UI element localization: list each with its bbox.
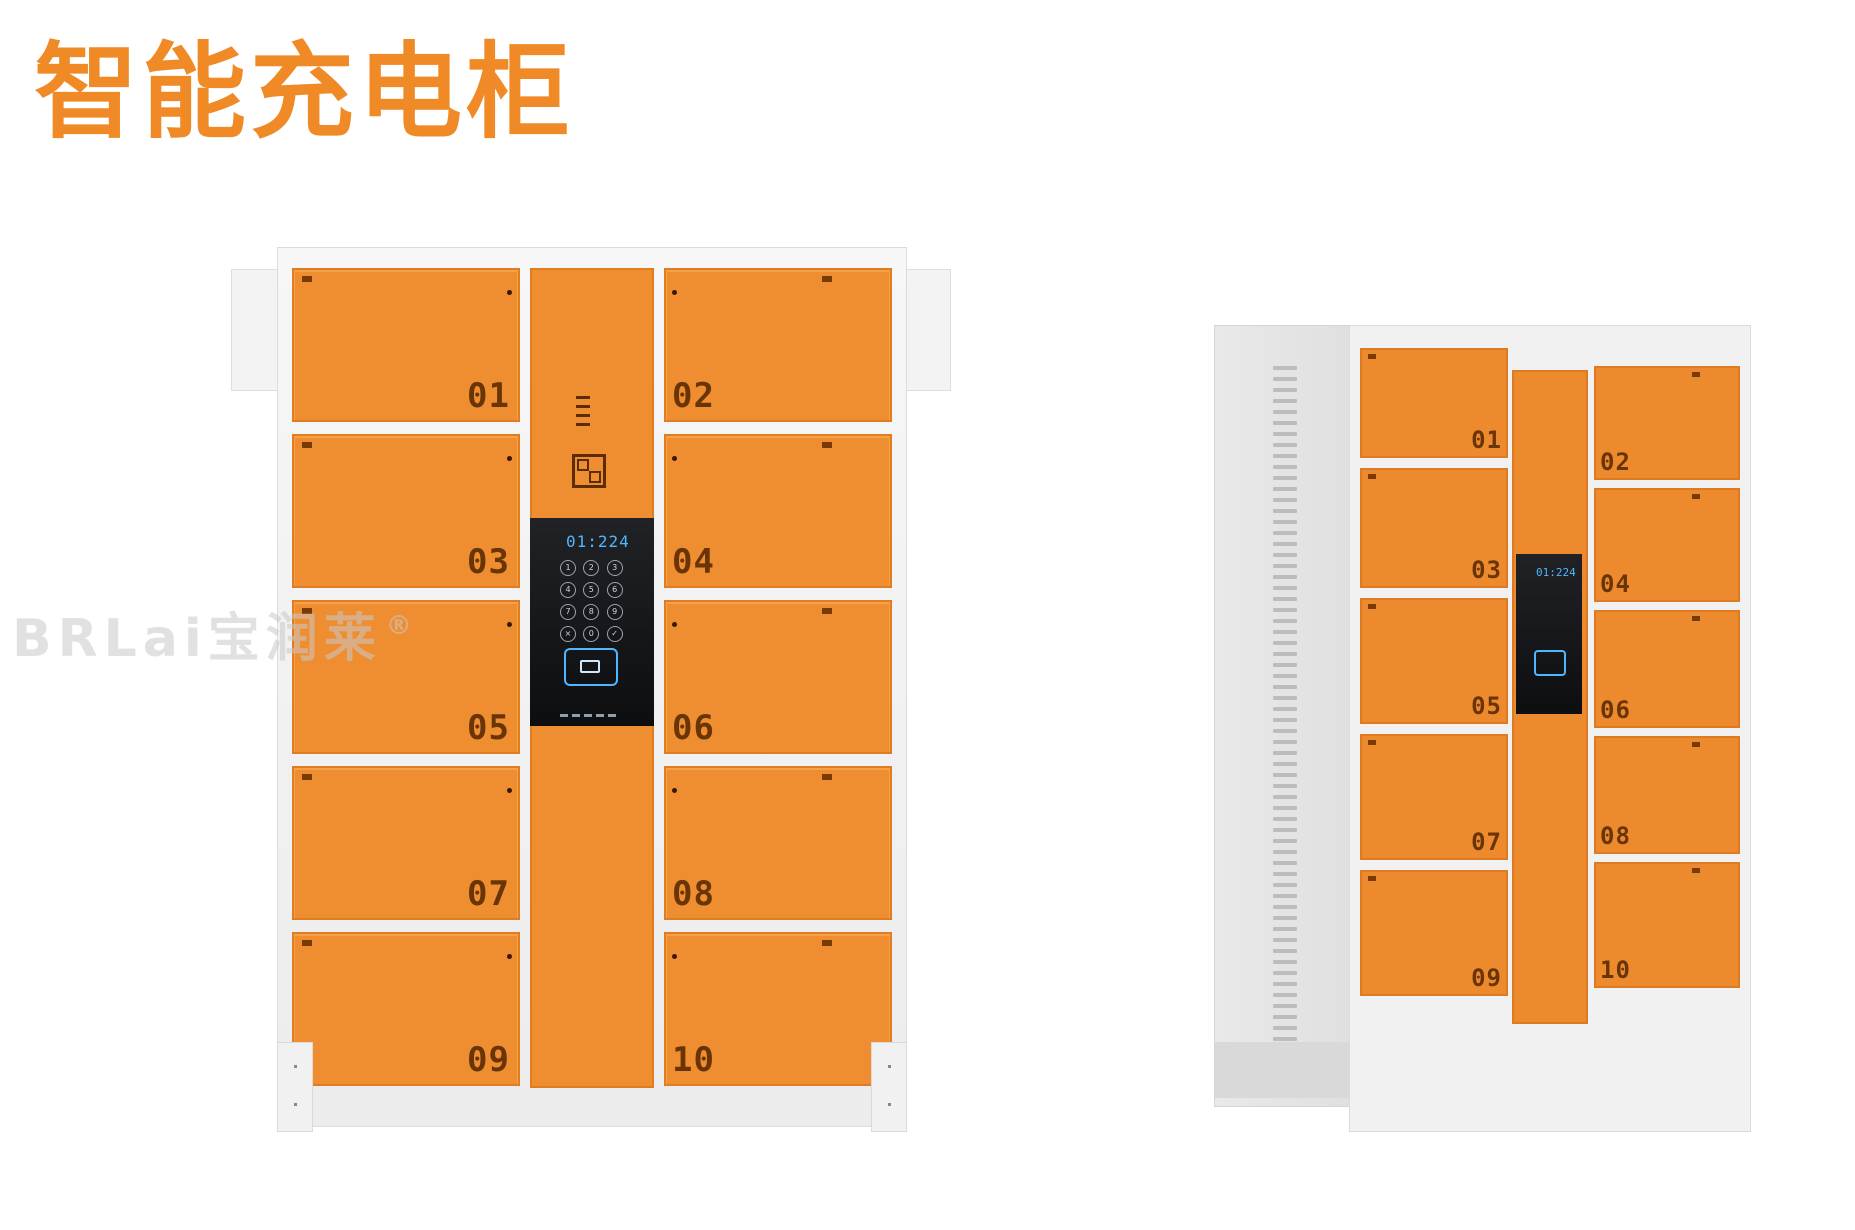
door-number: 05 bbox=[1471, 692, 1502, 720]
cabinet-base bbox=[1215, 1042, 1360, 1098]
door-label-tag bbox=[822, 442, 832, 448]
panel-indicator-bars bbox=[560, 702, 620, 721]
cabinet-leg-left bbox=[278, 1043, 312, 1131]
locker-door-04[interactable]: 04 bbox=[664, 434, 892, 588]
door-number: 09 bbox=[467, 1040, 510, 1080]
door-number: 06 bbox=[672, 708, 715, 748]
door-label-tag bbox=[302, 774, 312, 780]
door-lock-dot bbox=[507, 456, 512, 461]
door-number: 05 bbox=[467, 708, 510, 748]
door-lock-dot bbox=[507, 290, 512, 295]
locker-door-03[interactable]: 03 bbox=[1360, 468, 1508, 588]
door-number: 08 bbox=[1600, 822, 1631, 850]
door-number: 10 bbox=[1600, 956, 1631, 984]
locker-door-04[interactable]: 04 bbox=[1594, 488, 1740, 602]
door-lock-dot bbox=[507, 788, 512, 793]
door-lock-dot bbox=[507, 622, 512, 627]
ventilation-slots bbox=[1273, 366, 1297, 1070]
keypad-display: 01:224 bbox=[566, 532, 630, 551]
right-handle bbox=[902, 270, 950, 390]
keypad-panel[interactable]: 01:224 bbox=[1516, 554, 1582, 714]
locker-door-06[interactable]: 06 bbox=[1594, 610, 1740, 728]
locker-door-09[interactable]: 09 bbox=[1360, 870, 1508, 996]
cabinet-leg-right bbox=[872, 1043, 906, 1131]
door-label-tag bbox=[822, 774, 832, 780]
locker-door-05[interactable]: 05 bbox=[1360, 598, 1508, 724]
door-label-tag bbox=[822, 940, 832, 946]
door-lock-dot bbox=[672, 290, 677, 295]
control-panel-column: 01:224 bbox=[1512, 370, 1588, 1024]
locker-door-08[interactable]: 08 bbox=[1594, 736, 1740, 854]
left-handle bbox=[232, 270, 280, 390]
status-led-indicators bbox=[576, 396, 590, 432]
door-number: 06 bbox=[1600, 696, 1631, 724]
locker-door-06[interactable]: 06 bbox=[664, 600, 892, 754]
door-lock-dot bbox=[672, 456, 677, 461]
door-label-tag bbox=[302, 608, 312, 614]
brand-watermark: BRLai宝润莱® bbox=[12, 609, 418, 669]
card-reader-icon[interactable] bbox=[1534, 650, 1566, 676]
locker-door-01[interactable]: 01 bbox=[1360, 348, 1508, 458]
door-lock-dot bbox=[672, 622, 677, 627]
keypad-display: 01:224 bbox=[1536, 566, 1576, 579]
door-label-tag bbox=[822, 608, 832, 614]
door-number: 10 bbox=[672, 1040, 715, 1080]
side-view-cabinet: 01 03 05 07 09 01:224 02 04 06 08 bbox=[1350, 326, 1750, 1131]
door-number: 04 bbox=[672, 542, 715, 582]
locker-door-09[interactable]: 09 bbox=[292, 932, 520, 1086]
door-number: 02 bbox=[672, 376, 715, 416]
door-number: 07 bbox=[467, 874, 510, 914]
door-number: 01 bbox=[1471, 426, 1502, 454]
door-number: 04 bbox=[1600, 570, 1631, 598]
door-label-tag bbox=[822, 276, 832, 282]
locker-door-08[interactable]: 08 bbox=[664, 766, 892, 920]
door-lock-dot bbox=[672, 788, 677, 793]
locker-door-02[interactable]: 02 bbox=[664, 268, 892, 422]
door-lock-dot bbox=[507, 954, 512, 959]
door-label-tag bbox=[302, 276, 312, 282]
locker-door-01[interactable]: 01 bbox=[292, 268, 520, 422]
locker-door-10[interactable]: 10 bbox=[1594, 862, 1740, 988]
door-number: 01 bbox=[467, 376, 510, 416]
cabinet-side-panel bbox=[1215, 326, 1360, 1106]
door-number: 09 bbox=[1471, 964, 1502, 992]
door-number: 03 bbox=[1471, 556, 1502, 584]
qr-code-icon bbox=[572, 454, 606, 488]
locker-door-05[interactable]: 05 bbox=[292, 600, 520, 754]
door-label-tag bbox=[302, 940, 312, 946]
door-number: 02 bbox=[1600, 448, 1631, 476]
door-number: 08 bbox=[672, 874, 715, 914]
locker-door-07[interactable]: 07 bbox=[292, 766, 520, 920]
door-number: 03 bbox=[467, 542, 510, 582]
door-number: 07 bbox=[1471, 828, 1502, 856]
door-lock-dot bbox=[672, 954, 677, 959]
locker-door-10[interactable]: 10 bbox=[664, 932, 892, 1086]
locker-door-03[interactable]: 03 bbox=[292, 434, 520, 588]
card-reader-icon[interactable] bbox=[564, 648, 618, 686]
locker-door-07[interactable]: 07 bbox=[1360, 734, 1508, 860]
page-title: 智能充电柜 bbox=[34, 31, 575, 153]
locker-door-02[interactable]: 02 bbox=[1594, 366, 1740, 480]
door-label-tag bbox=[302, 442, 312, 448]
